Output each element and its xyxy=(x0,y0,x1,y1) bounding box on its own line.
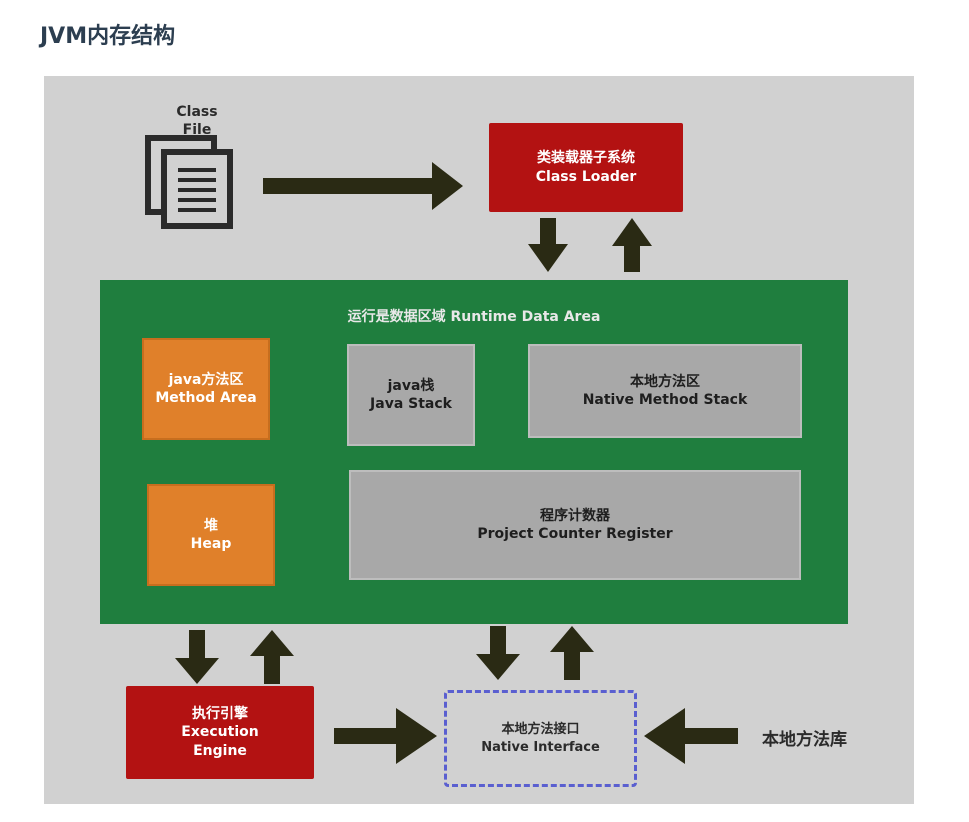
execution-engine-en-1: Execution xyxy=(181,724,259,741)
class-loader-en: Class Loader xyxy=(535,168,637,185)
arrow-classfile-to-loader xyxy=(263,162,463,210)
native-interface-en: Native Interface xyxy=(481,739,600,755)
program-counter-en: Project Counter Register xyxy=(477,526,673,542)
runtime-data-area-title: 运行是数据区域 Runtime Data Area xyxy=(347,309,601,325)
arrow-library-to-interface xyxy=(644,708,738,764)
execution-engine-en-2: Engine xyxy=(193,742,247,759)
heap-cn: 堆 xyxy=(204,517,218,534)
heap-en: Heap xyxy=(190,536,232,552)
method-area-box: java方法区 Method Area xyxy=(142,338,270,440)
arrow-native-up xyxy=(550,626,594,680)
arrow-engine-to-interface xyxy=(334,708,437,764)
arrow-native-down xyxy=(476,626,520,680)
page-title: JVM内存结构 xyxy=(40,24,176,49)
flow-arrows xyxy=(175,162,738,764)
java-stack-box: java栈 Java Stack xyxy=(347,344,475,446)
java-stack-cn: java栈 xyxy=(387,377,435,394)
runtime-data-area: 运行是数据区域 Runtime Data Area java方法区 Method… xyxy=(100,280,848,624)
native-interface-cn: 本地方法接口 xyxy=(501,721,580,737)
java-stack-en: Java Stack xyxy=(370,396,452,412)
native-method-stack-cn: 本地方法区 xyxy=(630,373,700,390)
native-method-stack-en: Native Method Stack xyxy=(582,392,748,408)
execution-engine-box: 执行引擎 Execution Engine xyxy=(126,686,314,779)
program-counter-box: 程序计数器 Project Counter Register xyxy=(349,470,801,580)
arrow-engine-down xyxy=(175,630,219,684)
method-area-cn: java方法区 xyxy=(168,371,244,388)
class-loader-box: 类装载器子系统 Class Loader xyxy=(489,123,683,212)
native-interface-box: 本地方法接口 Native Interface xyxy=(444,690,637,787)
arrow-loader-up xyxy=(612,218,652,272)
class-file-label: Class File xyxy=(176,104,218,138)
heap-box: 堆 Heap xyxy=(147,484,275,586)
native-method-stack-box: 本地方法区 Native Method Stack xyxy=(528,344,802,438)
jvm-diagram-panel: Class File 类装载器子系统 Class Loader 运行是数据区域 … xyxy=(44,76,914,804)
arrow-engine-up xyxy=(250,630,294,684)
document-stack-icon xyxy=(145,135,233,229)
native-library-label: 本地方法库 xyxy=(762,730,847,750)
program-counter-cn: 程序计数器 xyxy=(540,507,610,524)
execution-engine-cn: 执行引擎 xyxy=(192,706,248,723)
arrow-loader-down xyxy=(528,218,568,272)
method-area-en: Method Area xyxy=(155,390,257,406)
class-loader-cn: 类装载器子系统 xyxy=(537,150,635,167)
